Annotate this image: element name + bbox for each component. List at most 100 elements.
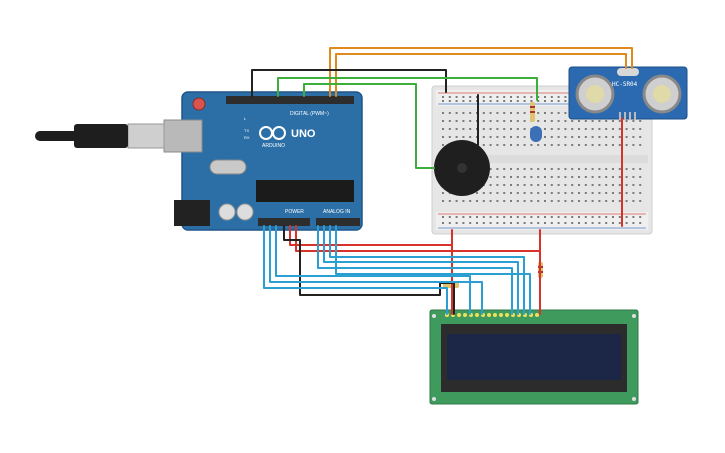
breadboard-hole (516, 176, 519, 178)
breadboard-hole (482, 144, 485, 146)
breadboard-hole (469, 128, 472, 130)
breadboard-hole (442, 144, 444, 146)
breadboard-hole (503, 184, 506, 186)
breadboard-hole (503, 168, 506, 170)
breadboard-hole (605, 136, 608, 138)
breadboard-hole (537, 112, 540, 114)
analog-label: ANALOG IN (323, 209, 351, 215)
breadboard-hole (442, 216, 444, 218)
breadboard-hole (598, 216, 601, 218)
lcd-pin (535, 313, 539, 317)
crystal-icon (209, 159, 247, 175)
usb-port (163, 119, 203, 153)
breadboard-hole (544, 120, 546, 122)
wire-black (251, 69, 447, 97)
breadboard-hole (544, 184, 546, 186)
breadboard-hole (537, 120, 540, 122)
breadboard-hole (489, 136, 492, 138)
breadboard-hole (489, 216, 492, 218)
breadboard-hole (564, 136, 567, 138)
breadboard-hole (442, 120, 444, 122)
capacitor-icon (236, 203, 254, 221)
breadboard-hole (612, 128, 614, 130)
breadboard-hole (516, 216, 519, 218)
breadboard-hole (503, 100, 506, 102)
breadboard-hole (550, 112, 553, 114)
breadboard-hole (564, 112, 567, 114)
breadboard-hole (530, 176, 533, 178)
breadboard-hole (455, 96, 458, 98)
breadboard-hole (442, 200, 444, 202)
breadboard-hole (584, 192, 587, 194)
breadboard-hole (618, 184, 621, 186)
breadboard-hole (557, 120, 560, 122)
breadboard-hole (639, 168, 642, 170)
breadboard-hole (544, 222, 546, 224)
breadboard-hole (503, 192, 506, 194)
breadboard-hole (584, 216, 587, 218)
breadboard-hole (632, 168, 635, 170)
breadboard-hole (591, 168, 594, 170)
digital-header (226, 96, 354, 104)
breadboard-hole (503, 136, 506, 138)
breadboard-hole (625, 176, 628, 178)
breadboard-hole (510, 144, 512, 146)
wire-orange (335, 53, 627, 97)
reset-button[interactable] (192, 97, 206, 111)
breadboard-hole (605, 216, 608, 218)
breadboard-hole (571, 144, 574, 146)
breadboard-hole (496, 176, 499, 178)
breadboard-hole (448, 112, 451, 114)
breadboard-hole (571, 128, 574, 130)
breadboard-hole (639, 222, 642, 224)
breadboard-hole (598, 168, 601, 170)
breadboard-hole (584, 176, 587, 178)
breadboard-hole (469, 100, 472, 102)
breadboard-hole (544, 144, 546, 146)
rx-led-label: RX (244, 135, 250, 140)
breadboard-hole (625, 222, 628, 224)
lcd-pin (499, 313, 503, 317)
breadboard-hole (557, 96, 560, 98)
wire-red (289, 225, 453, 246)
breadboard-hole (503, 96, 506, 98)
breadboard-hole (544, 176, 546, 178)
breadboard-hole (564, 144, 567, 146)
breadboard-hole (442, 128, 444, 130)
breadboard-hole (537, 176, 540, 178)
breadboard-hole (510, 120, 512, 122)
breadboard-hole (455, 200, 458, 202)
breadboard-hole (496, 136, 499, 138)
breadboard-hole (503, 112, 506, 114)
breadboard-hole (612, 176, 614, 178)
breadboard-hole (557, 100, 560, 102)
breadboard-hole (462, 120, 465, 122)
breadboard-hole (557, 144, 560, 146)
breadboard-hole (605, 144, 608, 146)
breadboard-hole (612, 222, 614, 224)
breadboard-hole (598, 222, 601, 224)
breadboard-hole (510, 100, 512, 102)
breadboard-hole (516, 168, 519, 170)
breadboard-hole (557, 136, 560, 138)
breadboard-hole (625, 128, 628, 130)
breadboard-hole (605, 222, 608, 224)
lcd-pin (505, 313, 509, 317)
l-led-label: L (244, 116, 247, 121)
breadboard-hole (632, 200, 635, 202)
breadboard-hole (618, 128, 621, 130)
breadboard-hole (639, 144, 642, 146)
breadboard-hole (571, 176, 574, 178)
breadboard-hole (550, 184, 553, 186)
breadboard-hole (571, 192, 574, 194)
breadboard-hole (516, 222, 519, 224)
breadboard-hole (639, 200, 642, 202)
breadboard-hole (584, 168, 587, 170)
breadboard-hole (537, 192, 540, 194)
breadboard-hole (578, 168, 580, 170)
breadboard-hole (598, 176, 601, 178)
breadboard-hole (489, 112, 492, 114)
breadboard-hole (632, 136, 635, 138)
wire-black (283, 225, 455, 315)
breadboard-hole (578, 120, 580, 122)
